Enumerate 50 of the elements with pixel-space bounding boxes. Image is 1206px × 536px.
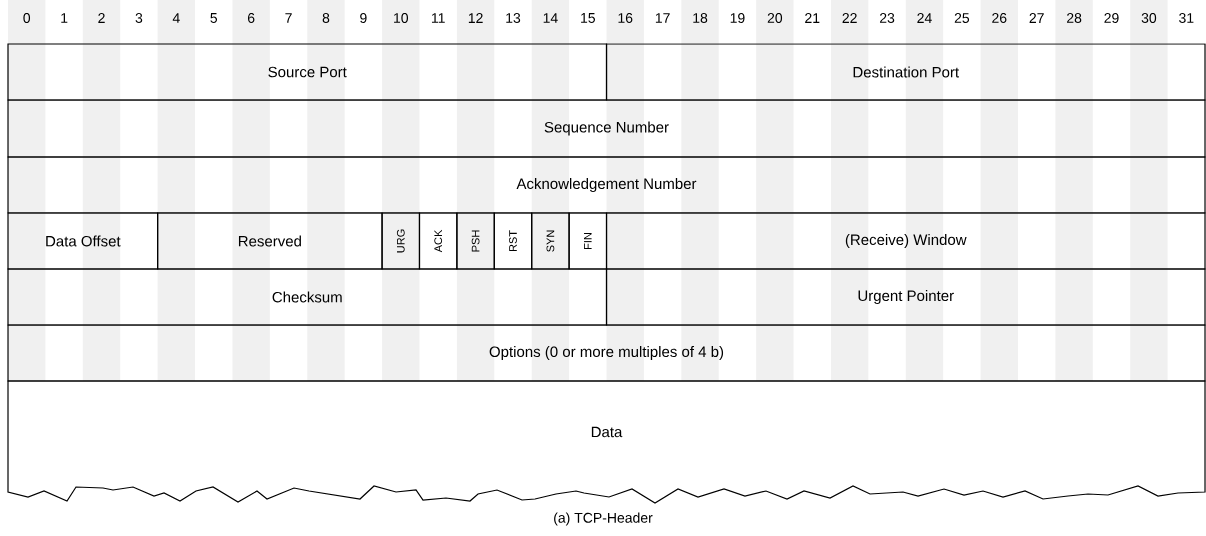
bit-number: 29 — [1104, 13, 1119, 23]
header-field: Urgent Pointer — [605, 268, 1206, 326]
bit-number: 9 — [360, 13, 367, 23]
bit-number: 11 — [432, 13, 445, 23]
bit-number: 30 — [1141, 13, 1157, 23]
header-field: (Receive) Window — [605, 212, 1206, 270]
header-field: Source Port — [7, 43, 608, 101]
bit-number: 8 — [322, 13, 330, 23]
bit-number: 10 — [394, 13, 408, 23]
bit-number: 17 — [655, 13, 670, 23]
bit-number: 7 — [285, 13, 292, 23]
bit-number: 27 — [1029, 13, 1044, 23]
flag-field: RST — [493, 212, 533, 270]
bit-number: 0 — [23, 13, 31, 23]
bit-number: 24 — [917, 13, 932, 23]
flag-field: SYN — [531, 212, 570, 270]
bit-number: 3 — [135, 13, 143, 23]
bit-number: 4 — [172, 13, 180, 23]
bit-number: 31 — [1179, 13, 1194, 23]
bit-number: 19 — [730, 13, 745, 23]
bit-number: 1 — [61, 13, 68, 23]
bit-number: 25 — [954, 13, 970, 23]
caption: (a) TCP-Header — [554, 512, 653, 526]
bit-number: 14 — [543, 13, 558, 23]
header-field: Destination Port — [605, 43, 1206, 101]
bit-number: 2 — [98, 13, 105, 23]
bit-number: 26 — [992, 13, 1007, 23]
bit-number: 21 — [805, 13, 820, 23]
bit-number: 18 — [693, 13, 708, 23]
bit-number: 12 — [468, 13, 483, 23]
bit-number: 15 — [581, 13, 595, 23]
bit-number: 23 — [880, 13, 895, 23]
bit-number: 5 — [210, 13, 218, 23]
flag-field: ACK — [418, 212, 458, 270]
bit-number: 22 — [842, 13, 857, 23]
bit-number: 28 — [1067, 13, 1082, 23]
flag-field: PSH — [456, 212, 495, 270]
bit-number: 6 — [247, 13, 255, 23]
data-field: Data — [7, 380, 1206, 504]
header-field: Options (0 or more multiples of 4 b) — [7, 324, 1206, 382]
bit-number: 13 — [506, 13, 521, 23]
header-field: Acknowledgement Number — [7, 156, 1206, 214]
header-field: Reserved — [157, 212, 383, 270]
flag-field: URG — [381, 212, 421, 270]
bit-number: 16 — [618, 13, 633, 23]
flag-field: FIN — [568, 212, 608, 270]
header-field: Sequence Number — [7, 99, 1206, 158]
header-field: Checksum — [7, 268, 608, 326]
header-field: Data Offset — [7, 212, 159, 270]
bit-number: 20 — [767, 13, 783, 23]
